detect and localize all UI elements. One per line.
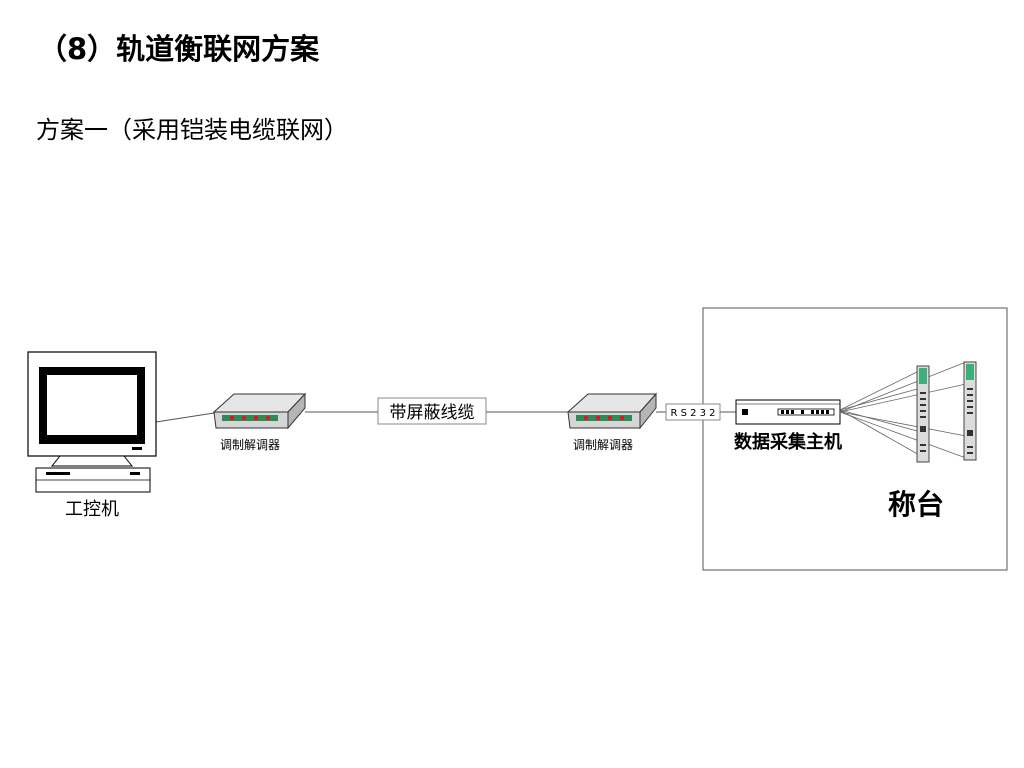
modem-right-label: 调制解调器 (573, 438, 633, 452)
scale-module-icon (963, 361, 977, 461)
rs232-label: R S 2 3 2 (670, 408, 715, 419)
cable-label: 带屏蔽线缆 (390, 403, 475, 423)
site-boundary-box (702, 307, 1008, 571)
page-subtitle: 方案一（采用铠装电缆联网） (36, 116, 348, 144)
modem-icon (212, 392, 307, 430)
modem-icon (566, 392, 658, 430)
cable-label-box (377, 397, 487, 425)
host-to-scale-links (839, 361, 967, 459)
host-label: 数据采集主机 (734, 431, 842, 453)
rs232-label-box (665, 403, 721, 421)
scale-label: 称台 (888, 488, 944, 521)
page-title: （8）轨道衡联网方案 (38, 32, 320, 66)
scale-module-icon (916, 365, 930, 463)
data-host-icon (735, 399, 841, 425)
link-computer-modem (155, 412, 215, 423)
modem-left-label: 调制解调器 (220, 438, 280, 452)
computer-label: 工控机 (65, 499, 119, 520)
computer-icon (27, 351, 157, 493)
